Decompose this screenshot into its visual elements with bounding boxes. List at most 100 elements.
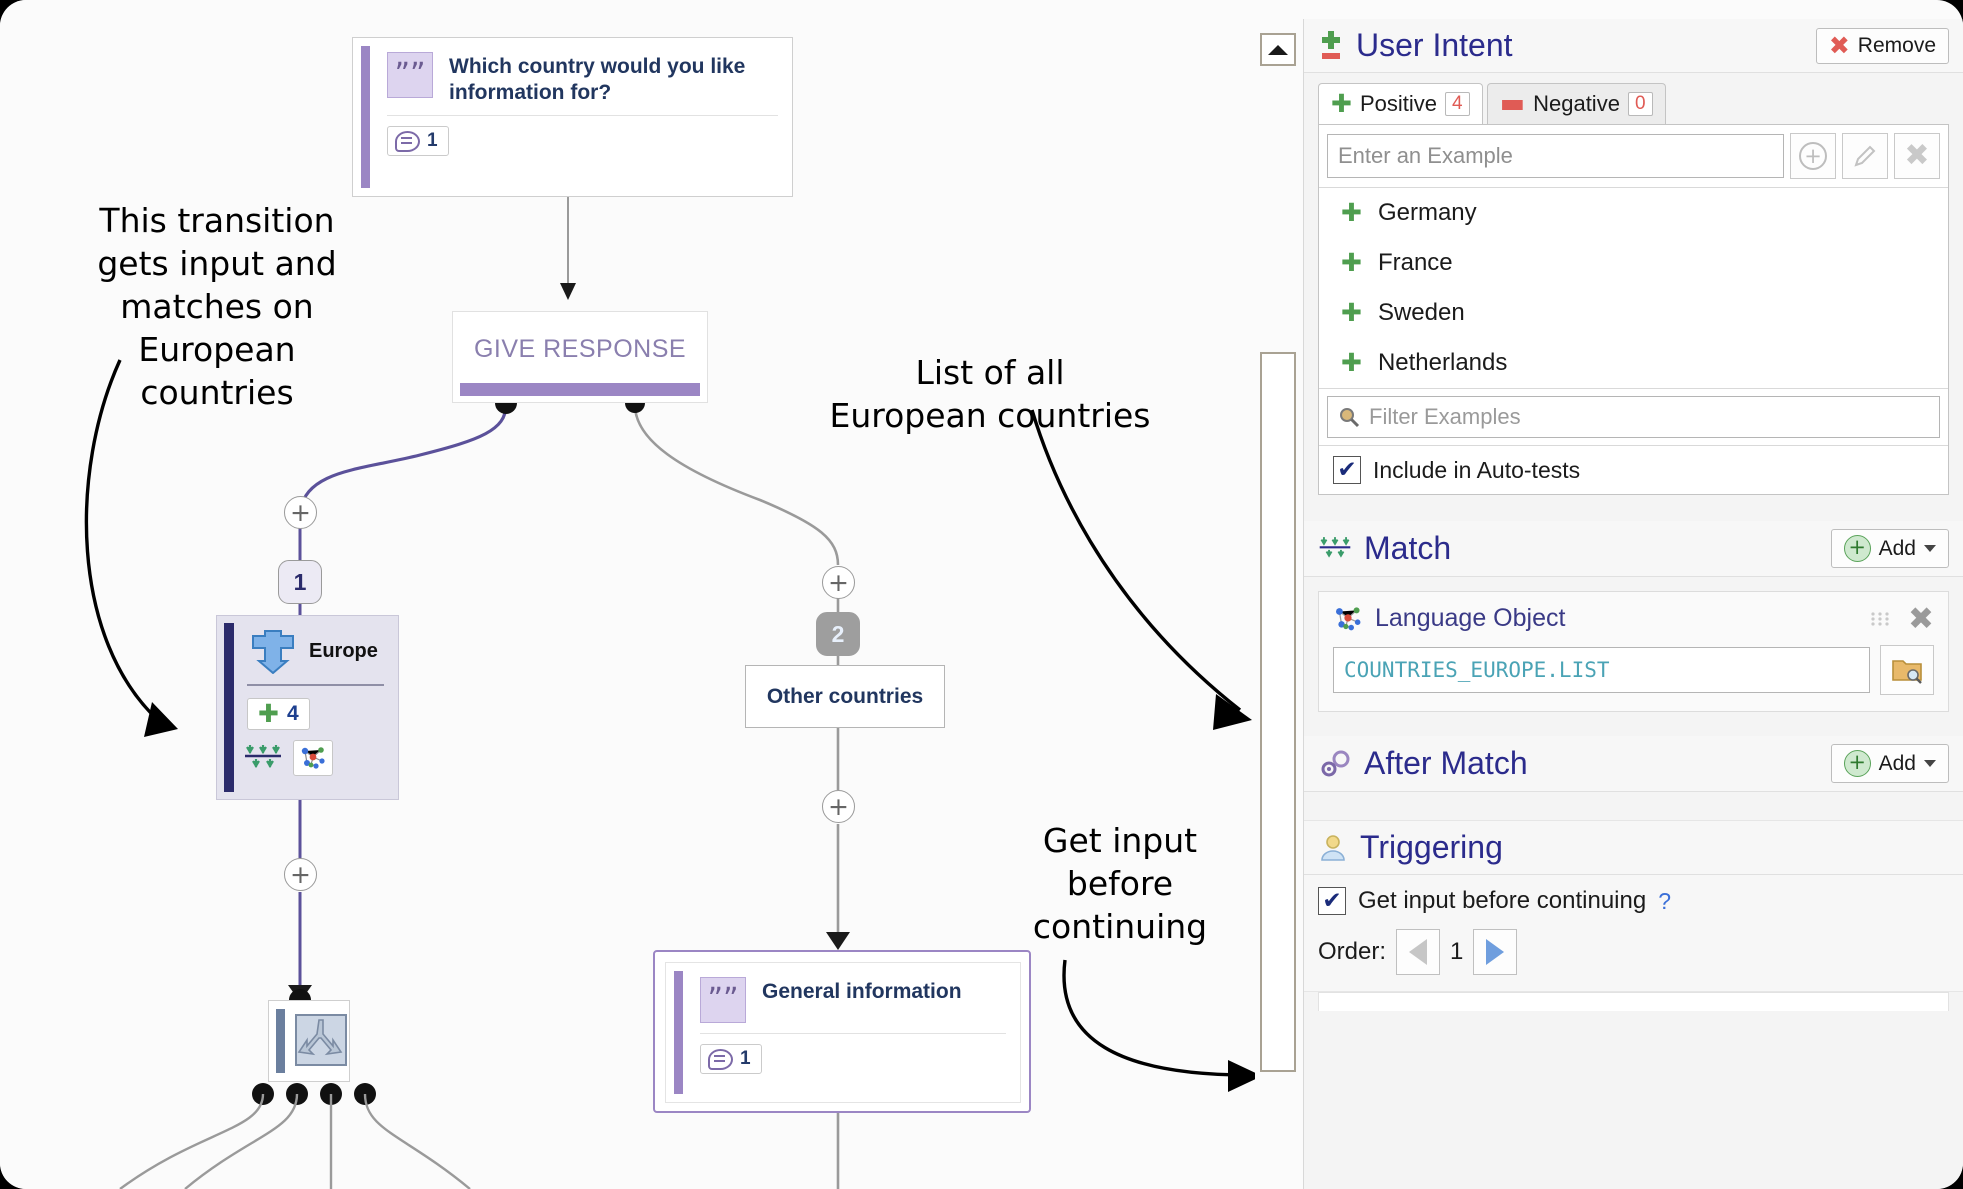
close-icon: ✖: [1828, 30, 1850, 60]
get-input-row[interactable]: ✔ Get input before continuing ?: [1318, 887, 1949, 915]
node-title: General information: [762, 980, 962, 1003]
list-item-label: France: [1377, 249, 1453, 276]
divider: [700, 1033, 1006, 1034]
filter-input[interactable]: Filter Examples: [1327, 396, 1940, 438]
order-row: Order: 1: [1318, 929, 1949, 975]
divider: [387, 115, 778, 117]
help-icon[interactable]: ?: [1658, 887, 1671, 914]
add-step-icon[interactable]: +: [822, 790, 855, 823]
add-step-icon[interactable]: +: [284, 496, 317, 529]
scroll-up-button[interactable]: [1260, 33, 1296, 66]
match-add-button[interactable]: + Add: [1830, 529, 1949, 568]
import-arrow-icon: [252, 630, 294, 674]
add-icon: +: [1843, 535, 1871, 562]
annotation-transition: This transition gets input and matches o…: [97, 201, 337, 412]
section-title: After Match: [1364, 745, 1528, 781]
drag-handle-icon[interactable]: [1870, 611, 1890, 627]
search-icon: [1340, 408, 1360, 428]
language-object-value[interactable]: COUNTRIES_EUROPE.LIST: [1333, 647, 1870, 693]
close-icon[interactable]: ✖: [1908, 600, 1934, 637]
message-count-chip[interactable]: 1: [387, 126, 449, 157]
match-icon: [1319, 536, 1351, 558]
tab-positive-count: 4: [1445, 92, 1470, 116]
list-item[interactable]: ✚ Sweden: [1319, 288, 1948, 338]
checkbox-get-input[interactable]: ✔: [1318, 887, 1346, 915]
divider: [247, 684, 384, 686]
chevron-left-icon: [1409, 939, 1428, 965]
tab-negative-label: Negative: [1533, 91, 1620, 116]
message-count-chip[interactable]: 1: [700, 1044, 762, 1074]
section-title: Match: [1364, 530, 1452, 566]
node-question[interactable]: ”” Which country would you like informat…: [352, 37, 793, 197]
add-step-icon[interactable]: +: [822, 566, 855, 599]
tab-positive-label: Positive: [1359, 91, 1437, 116]
annotation-country-list: List of all European countries: [829, 353, 1151, 435]
remove-button[interactable]: ✖ Remove: [1815, 27, 1949, 64]
speech-bubble-icon: [395, 130, 420, 152]
match-item-language-object[interactable]: Language Object ✖ CO: [1318, 591, 1949, 712]
edit-icon: [1854, 145, 1876, 167]
node-label: Europe: [309, 639, 378, 662]
plus-minus-icon: [1322, 30, 1340, 59]
edit-example-button[interactable]: [1842, 133, 1888, 179]
positive-count: 4: [286, 702, 299, 725]
get-input-label: Get input before continuing: [1358, 887, 1647, 914]
tab-negative[interactable]: ▬ Negative 0: [1486, 83, 1666, 124]
order-prev-button[interactable]: [1396, 929, 1441, 975]
add-icon: +: [1799, 142, 1827, 170]
node-europe[interactable]: Europe ✚ 4: [216, 615, 399, 800]
section-header-match: Match + Add: [1304, 521, 1963, 577]
canvas-scrollbar[interactable]: [1255, 0, 1303, 1189]
include-auto-tests-label: Include in Auto-tests: [1373, 456, 1581, 483]
section-title: User Intent: [1356, 27, 1513, 63]
section-header-triggering: Triggering: [1304, 820, 1963, 875]
plus-icon: ✚: [258, 699, 279, 728]
node-give-response[interactable]: GIVE RESPONSE: [452, 311, 708, 403]
chevron-down-icon: [1924, 760, 1936, 767]
properties-panel: User Intent ✖ Remove ✚ Positive 4 ▬ Nega…: [1303, 19, 1963, 1189]
plus-icon: ✚: [1341, 198, 1362, 227]
node-general-information[interactable]: ”” General information 1: [653, 950, 1031, 1113]
order-next-button[interactable]: [1473, 929, 1518, 975]
checkbox-auto-tests[interactable]: ✔: [1333, 456, 1361, 484]
node-label: GIVE RESPONSE: [473, 335, 687, 363]
after-match-add-button[interactable]: + Add: [1830, 744, 1949, 783]
add-icon: +: [1843, 750, 1871, 777]
intent-tab-pane: Enter an Example + ✖ ✚ Germany: [1318, 124, 1949, 495]
example-entry-row: Enter an Example + ✖: [1319, 125, 1948, 187]
transition-badge-2[interactable]: 2: [816, 612, 860, 656]
list-item[interactable]: ✚ France: [1319, 238, 1948, 288]
example-input[interactable]: Enter an Example: [1327, 134, 1784, 178]
flow-canvas[interactable]: ”” Which country would you like informat…: [0, 0, 1270, 1189]
include-auto-tests-row[interactable]: ✔ Include in Auto-tests: [1319, 445, 1948, 494]
language-object-button[interactable]: [293, 740, 333, 776]
filter-row: Filter Examples: [1319, 388, 1948, 445]
section-header-user-intent: User Intent ✖ Remove: [1304, 19, 1963, 73]
delete-example-button[interactable]: ✖: [1894, 133, 1940, 179]
node-split[interactable]: [268, 1000, 350, 1082]
browse-button[interactable]: [1880, 645, 1934, 695]
language-object-icon: [301, 747, 325, 769]
add-step-icon[interactable]: +: [284, 858, 317, 891]
match-add-label: Add: [1878, 536, 1916, 560]
node-other-countries[interactable]: Other countries: [745, 665, 945, 728]
order-label: Order:: [1318, 938, 1387, 965]
node-accent-bar: [224, 623, 234, 792]
scrollbar-thumb[interactable]: [1260, 352, 1296, 1072]
language-object-icon: [1336, 606, 1361, 630]
tab-positive[interactable]: ✚ Positive 4: [1318, 83, 1483, 124]
list-item[interactable]: ✚ Netherlands: [1319, 338, 1948, 388]
positive-count-chip[interactable]: ✚ 4: [247, 698, 310, 730]
node-underline: [460, 383, 700, 396]
panel-bottom-strip: [1318, 992, 1949, 1011]
folder-search-icon: [1892, 660, 1922, 684]
node-accent-bar: [276, 1009, 285, 1073]
add-example-button[interactable]: +: [1790, 133, 1836, 179]
node-title: Which country would you like information…: [449, 55, 746, 104]
plus-icon: ✚: [1341, 298, 1362, 327]
transition-badge-1[interactable]: 1: [278, 560, 322, 604]
list-item[interactable]: ✚ Germany: [1319, 188, 1948, 238]
speech-bubble-icon: [708, 1048, 733, 1070]
plus-icon: ✚: [1341, 348, 1362, 377]
annotation-get-input: Get input before continuing: [1032, 821, 1208, 946]
